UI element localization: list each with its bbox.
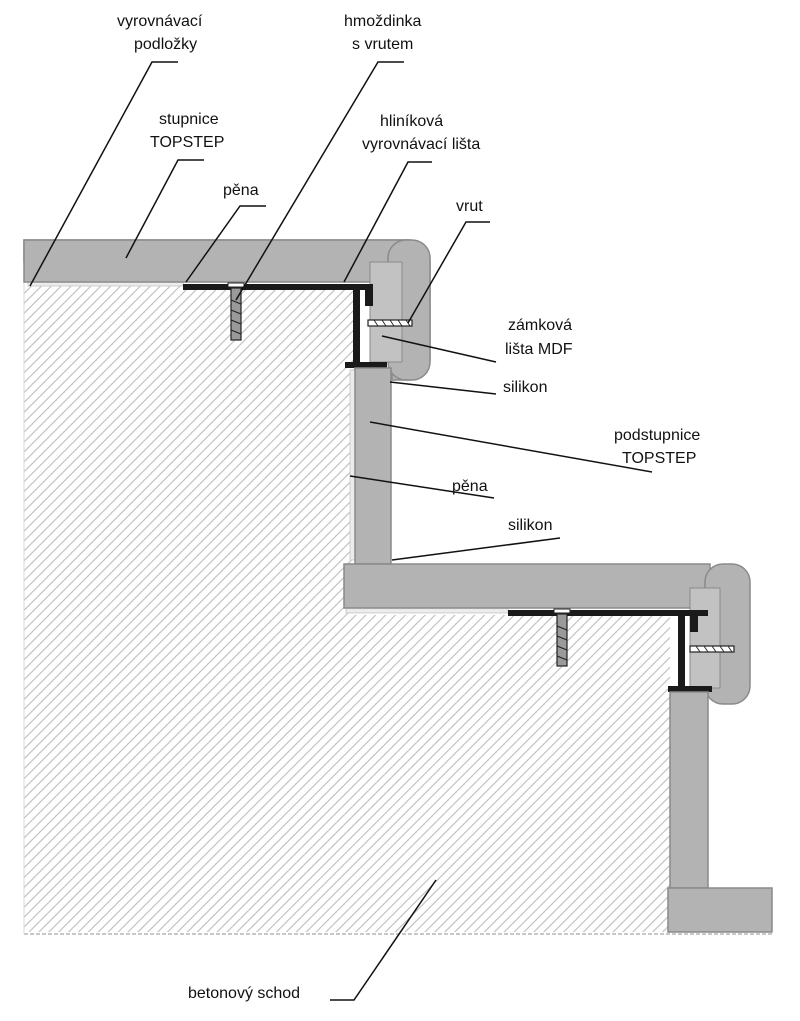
label-tread-line1: stupnice: [159, 111, 219, 128]
leader-aluminium: [343, 161, 432, 283]
upper-aluminium-profile-horizontal: [183, 284, 373, 290]
leader-tread: [125, 159, 204, 259]
upper-tread-body: [23, 239, 410, 283]
label-silicone-bottom: silikon: [508, 517, 552, 534]
label-leveling-pads-line2: podložky: [134, 36, 197, 53]
upper-profile-lip: [365, 284, 373, 306]
label-foam-top: pěna: [223, 182, 259, 199]
label-lock-strip-line1: zámková: [508, 317, 572, 334]
leader-silicone-bottom: [391, 537, 561, 561]
lower-aluminium-profile-foot: [668, 686, 712, 692]
upper-screw-thread: [373, 319, 411, 327]
lower-tread-body: [343, 563, 711, 609]
upper-aluminium-profile-foot: [345, 362, 387, 368]
lower-profile-lip: [690, 610, 698, 632]
label-foam-riser: pěna: [452, 478, 488, 495]
lower-aluminium-profile-horizontal: [508, 610, 708, 616]
lower-screw-thread: [695, 645, 733, 653]
label-leveling-pads-line1: vyrovnávací: [117, 13, 203, 30]
leader-riser: [369, 421, 653, 473]
leader-foam-riser: [349, 475, 495, 499]
leader-anchor: [235, 61, 404, 301]
leader-concrete: [330, 879, 437, 1001]
label-lock-strip-line2: lišta MDF: [505, 341, 573, 358]
label-aluminium-line2: vyrovnávací lišta: [362, 136, 480, 153]
upper-aluminium-profile-vertical: [353, 284, 360, 366]
leader-foam-top: [185, 205, 266, 283]
label-concrete: betonový schod: [188, 985, 300, 1002]
leader-lock-strip: [381, 335, 497, 363]
label-anchor-line1: hmoždinka: [344, 13, 421, 30]
leader-screw: [407, 221, 490, 324]
label-aluminium-line1: hliníková: [380, 113, 443, 130]
leader-lines: [29, 61, 653, 1001]
lower-screw-head: [553, 608, 571, 614]
label-riser-line2: TOPSTEP: [622, 450, 696, 467]
lower-aluminium-profile-vertical: [678, 610, 685, 690]
floor-tread-board: [667, 887, 773, 933]
lower-mdf-lock-strip: [689, 587, 721, 689]
upper-anchor-ribs: [230, 299, 242, 335]
upper-mdf-lock-strip: [369, 261, 403, 363]
label-anchor-line2: s vrutem: [352, 36, 413, 53]
label-riser-line1: podstupnice: [614, 427, 700, 444]
lower-riser-board: [669, 691, 709, 889]
riser-board: [354, 367, 392, 565]
upper-screw-head: [227, 282, 245, 288]
leader-leveling-pads: [29, 61, 178, 287]
label-screw: vrut: [456, 198, 483, 215]
lower-anchor-ribs: [556, 625, 568, 661]
leader-silicone-top: [389, 381, 497, 395]
label-silicone-top: silikon: [503, 379, 547, 396]
label-tread-line2: TOPSTEP: [150, 134, 224, 151]
